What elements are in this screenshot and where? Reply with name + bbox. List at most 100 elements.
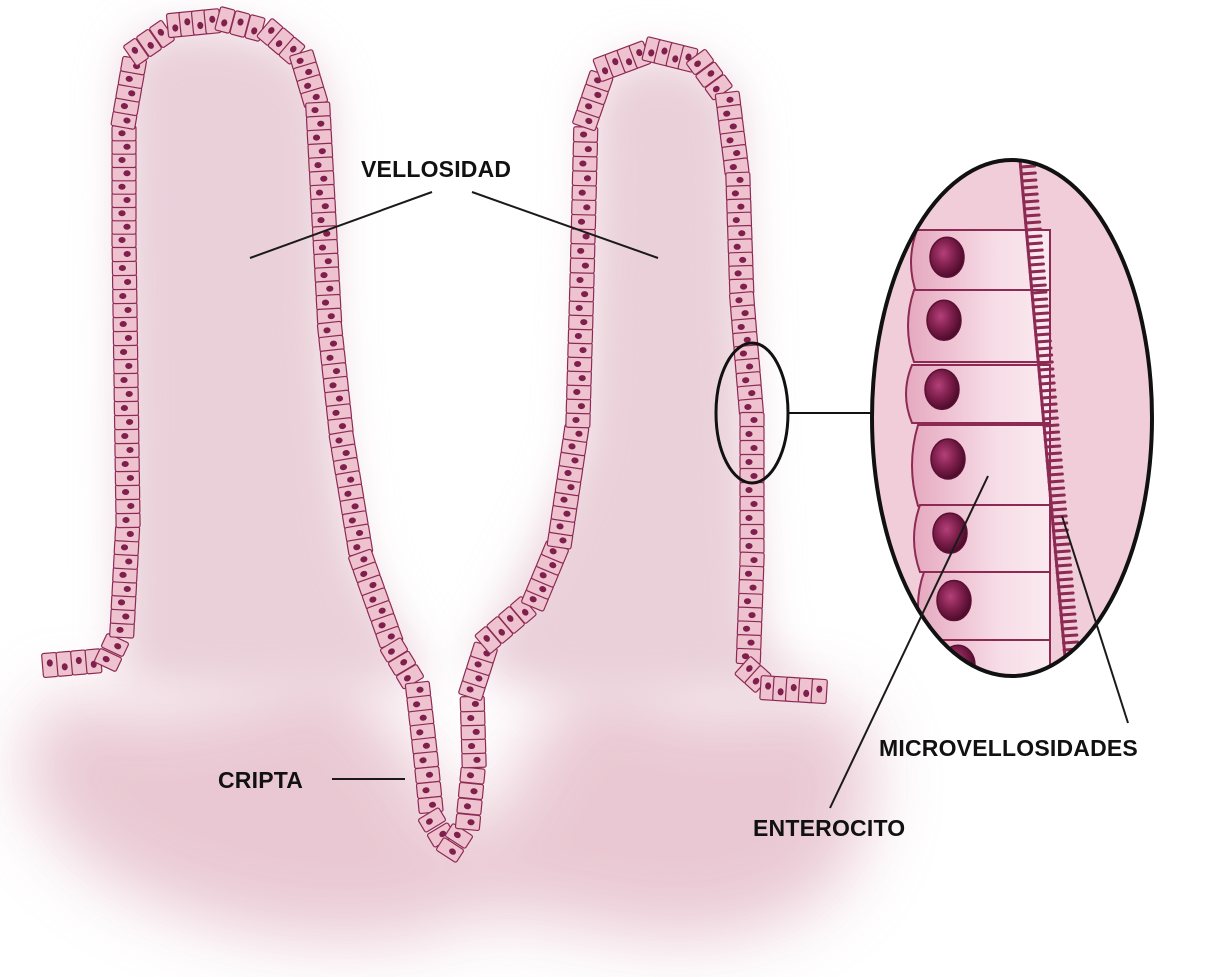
microvillus: [1030, 271, 1044, 272]
microvillus: [1066, 670, 1080, 671]
epithelial-cell: [573, 141, 597, 157]
epithelial-cell: [740, 455, 764, 470]
microvillus: [1065, 663, 1079, 664]
epithelial-cell: [460, 767, 485, 784]
microvillus: [1067, 684, 1081, 685]
epithelial-cell: [413, 751, 438, 768]
microvillus: [1023, 187, 1037, 188]
microvillus: [1028, 250, 1042, 251]
microvillus: [1021, 173, 1035, 174]
epithelial-cell: [113, 316, 137, 331]
microvillus: [1060, 607, 1074, 608]
microvillus: [1034, 313, 1048, 314]
microvillus: [1061, 614, 1075, 615]
epithelial-cell: [115, 456, 139, 471]
microvillus: [1052, 509, 1066, 510]
microvillus: [1031, 278, 1045, 279]
microvillus: [1062, 628, 1076, 629]
microvillus: [1029, 257, 1043, 258]
epithelial-cell: [114, 400, 138, 415]
microvillus: [1046, 453, 1060, 454]
epithelial-cell: [113, 330, 137, 345]
microvillus: [1041, 397, 1055, 398]
epithelial-cell: [571, 243, 595, 259]
epithelial-cell: [116, 498, 140, 513]
label-villus: VELLOSIDAD: [361, 156, 511, 183]
microvillus: [1052, 516, 1066, 517]
enterocyte-cell: [912, 425, 1050, 506]
microvillus: [1056, 558, 1070, 559]
epithelial-cell: [462, 752, 486, 768]
microvillus: [1040, 383, 1054, 384]
microvillus: [1045, 432, 1059, 433]
microvillus: [1039, 369, 1053, 370]
microvillus: [1029, 264, 1043, 265]
epithelial-cell: [740, 483, 764, 498]
microvillus: [1050, 488, 1064, 489]
microvillus: [1022, 180, 1036, 181]
microvillus: [1043, 411, 1057, 412]
epithelial-cell: [461, 738, 485, 754]
epithelial-cell: [458, 782, 483, 799]
microvillus: [1047, 460, 1061, 461]
microvillus: [1046, 446, 1060, 447]
epithelial-cell: [113, 344, 137, 359]
epithelial-cell: [570, 272, 594, 288]
microvillus: [1059, 593, 1073, 594]
epithelial-cell: [740, 413, 764, 428]
microvillus: [1024, 208, 1038, 209]
epithelial-cell: [572, 200, 596, 216]
epithelial-cell: [114, 358, 138, 373]
microvillus: [1051, 502, 1065, 503]
epithelial-cell: [455, 813, 480, 830]
microvillus: [1027, 236, 1041, 237]
epithelial-cell: [461, 724, 485, 740]
epithelial-cell: [112, 219, 136, 234]
epithelial-cell: [811, 679, 827, 704]
epithelial-cell: [567, 384, 591, 400]
epithelial-cell: [740, 511, 764, 526]
microvillus: [1025, 215, 1039, 216]
microvillus: [1048, 474, 1062, 475]
epithelial-cell: [570, 258, 594, 274]
microvillus: [1050, 495, 1064, 496]
microvillus: [1060, 600, 1074, 601]
microvillus: [1057, 565, 1071, 566]
epithelial-cell: [416, 781, 441, 798]
microvillus: [1063, 642, 1077, 643]
label-crypt: CRIPTA: [218, 767, 303, 794]
microvillus: [1043, 418, 1057, 419]
epithelial-cell: [567, 356, 591, 372]
epithelial-cell: [573, 156, 597, 172]
microvillus: [1053, 530, 1067, 531]
microvillus: [1026, 222, 1040, 223]
microvillus: [1040, 376, 1054, 377]
microvillus: [1038, 355, 1052, 356]
microvillus: [1055, 544, 1069, 545]
epithelial-cell: [112, 260, 136, 275]
microvillus: [1067, 677, 1081, 678]
epithelial-cell: [740, 539, 764, 554]
epithelial-cell: [112, 179, 136, 194]
label-enterocyte: ENTEROCITO: [753, 815, 905, 842]
microvillus: [1032, 292, 1046, 293]
microvillus: [1041, 390, 1055, 391]
enterocyte-cell: [906, 365, 1050, 423]
microvillus: [1034, 320, 1048, 321]
microvillus: [1057, 572, 1071, 573]
microvillus: [1055, 551, 1069, 552]
epithelial-cell: [740, 441, 764, 456]
microvillus: [1021, 166, 1035, 167]
epithelial-cell: [113, 288, 137, 303]
epithelial-cell: [115, 442, 139, 457]
epithelial-cell: [114, 372, 138, 387]
microvillus: [1036, 341, 1050, 342]
microvillus: [1048, 467, 1062, 468]
epithelial-cell: [569, 300, 593, 316]
microvillus: [1037, 348, 1051, 349]
microvillus: [1024, 201, 1038, 202]
microvillus: [1033, 306, 1047, 307]
enterocyte-cell: [914, 505, 1050, 572]
